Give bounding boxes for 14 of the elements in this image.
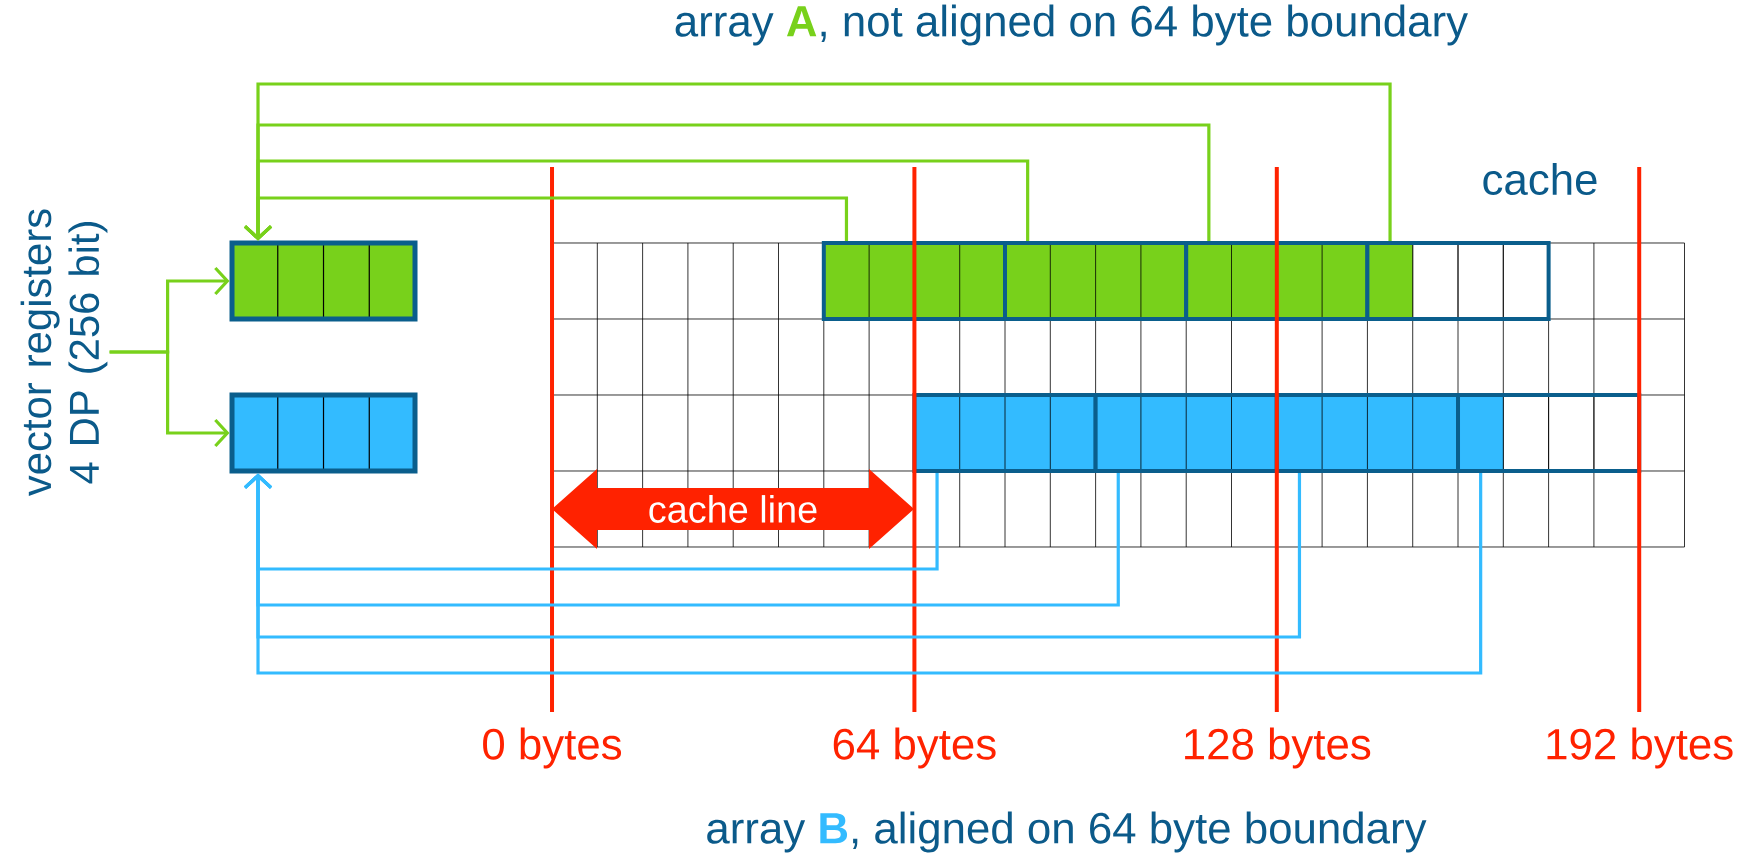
- byte-label: 128 bytes: [1185, 727, 1371, 769]
- cache-label: cache: [1483, 162, 1597, 196]
- array-caption: array A, not aligned on 64 byte boundary: [675, 4, 1468, 46]
- array-caption: array B, aligned on 64 byte boundary: [707, 811, 1427, 853]
- byte-label: 192 bytes: [1547, 727, 1733, 769]
- byte-label: 0 bytes: [483, 727, 622, 769]
- arrow: [109, 350, 230, 448]
- vector-register: [229, 392, 418, 474]
- byte-label: 64 bytes: [833, 727, 996, 769]
- register-label: vector registers 4 DP (256 bit): [20, 209, 108, 497]
- arrow: [243, 82, 1392, 241]
- arrow: [243, 473, 1483, 675]
- vector-register: [229, 240, 418, 322]
- vector-block: [1365, 241, 1551, 321]
